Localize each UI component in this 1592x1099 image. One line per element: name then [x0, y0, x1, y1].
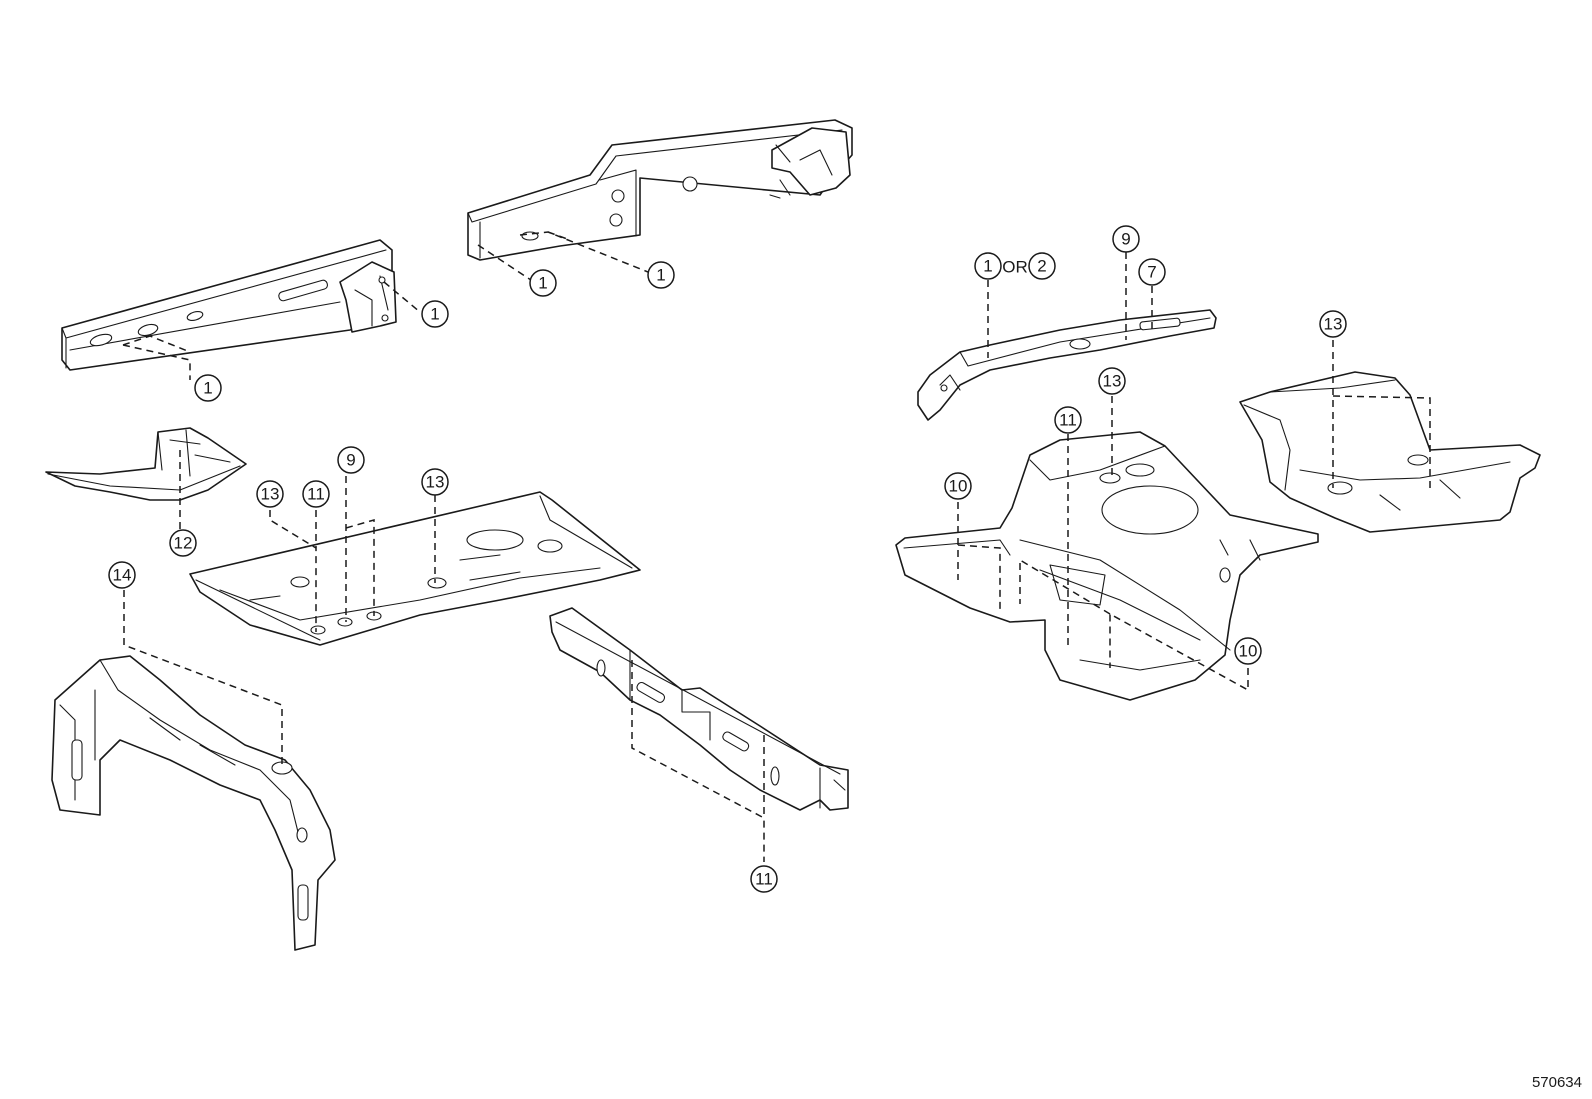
- svg-text:10: 10: [949, 477, 968, 496]
- svg-text:1: 1: [538, 274, 547, 293]
- callout-part-11-crossmember: 11: [750, 865, 778, 893]
- callout-part-1-d: 1: [647, 261, 675, 289]
- floor-bracket: [45, 427, 247, 501]
- svg-text:14: 14: [113, 566, 132, 585]
- callout-part-13-rear: 13: [1319, 310, 1347, 338]
- callout-part-13-front-left: 13: [256, 480, 284, 508]
- floor-side-rail-left: [61, 239, 397, 371]
- svg-text:11: 11: [755, 870, 773, 889]
- leader-lines: [122, 231, 1431, 862]
- svg-text:12: 12: [174, 534, 193, 553]
- rear-floor-pan: [1239, 371, 1541, 533]
- callout-part-13-front-right: 13: [421, 468, 449, 496]
- diagram-reference-code: 570634: [1531, 1074, 1582, 1091]
- callout-part-11-center-floor: 11: [1054, 406, 1082, 434]
- callout-part-10-left: 10: [944, 472, 972, 500]
- callout-part-1-b: 1: [421, 300, 449, 328]
- svg-text:11: 11: [307, 485, 325, 504]
- svg-text:9: 9: [1121, 230, 1130, 249]
- callout-part-11-front: 11: [302, 480, 330, 508]
- callout-part-9-front: 9: [337, 446, 365, 474]
- svg-text:7: 7: [1147, 263, 1156, 282]
- floor-side-rail-center: [467, 119, 853, 261]
- or-label: OR: [1002, 258, 1028, 277]
- floor-crossmember: [549, 607, 849, 811]
- callout-part-9-right: 9: [1112, 225, 1140, 253]
- svg-text:1: 1: [430, 305, 439, 324]
- svg-text:13: 13: [426, 473, 445, 492]
- callout-part-1-or-2: 1 OR 2: [974, 252, 1056, 280]
- svg-text:1: 1: [203, 379, 212, 398]
- svg-text:10: 10: [1239, 642, 1258, 661]
- svg-text:13: 13: [1103, 372, 1122, 391]
- front-floor-pan: [189, 491, 641, 646]
- callout-part-13-center: 13: [1098, 367, 1126, 395]
- svg-text:2: 2: [1037, 257, 1046, 276]
- callout-part-14: 14: [108, 561, 136, 589]
- svg-text:9: 9: [346, 451, 355, 470]
- callout-part-12: 12: [169, 529, 197, 557]
- svg-text:13: 13: [261, 485, 280, 504]
- callout-part-1-c: 1: [529, 269, 557, 297]
- rear-floor-side-rail: [917, 309, 1217, 421]
- center-floor-assembly: [895, 431, 1319, 701]
- callout-part-7: 7: [1138, 258, 1166, 286]
- callout-part-10-right: 10: [1234, 637, 1262, 665]
- svg-text:13: 13: [1324, 315, 1343, 334]
- svg-text:11: 11: [1059, 411, 1077, 430]
- svg-text:1: 1: [983, 257, 992, 276]
- callout-part-1-a: 1: [194, 374, 222, 402]
- front-side-member: [51, 655, 336, 951]
- svg-text:1: 1: [656, 266, 665, 285]
